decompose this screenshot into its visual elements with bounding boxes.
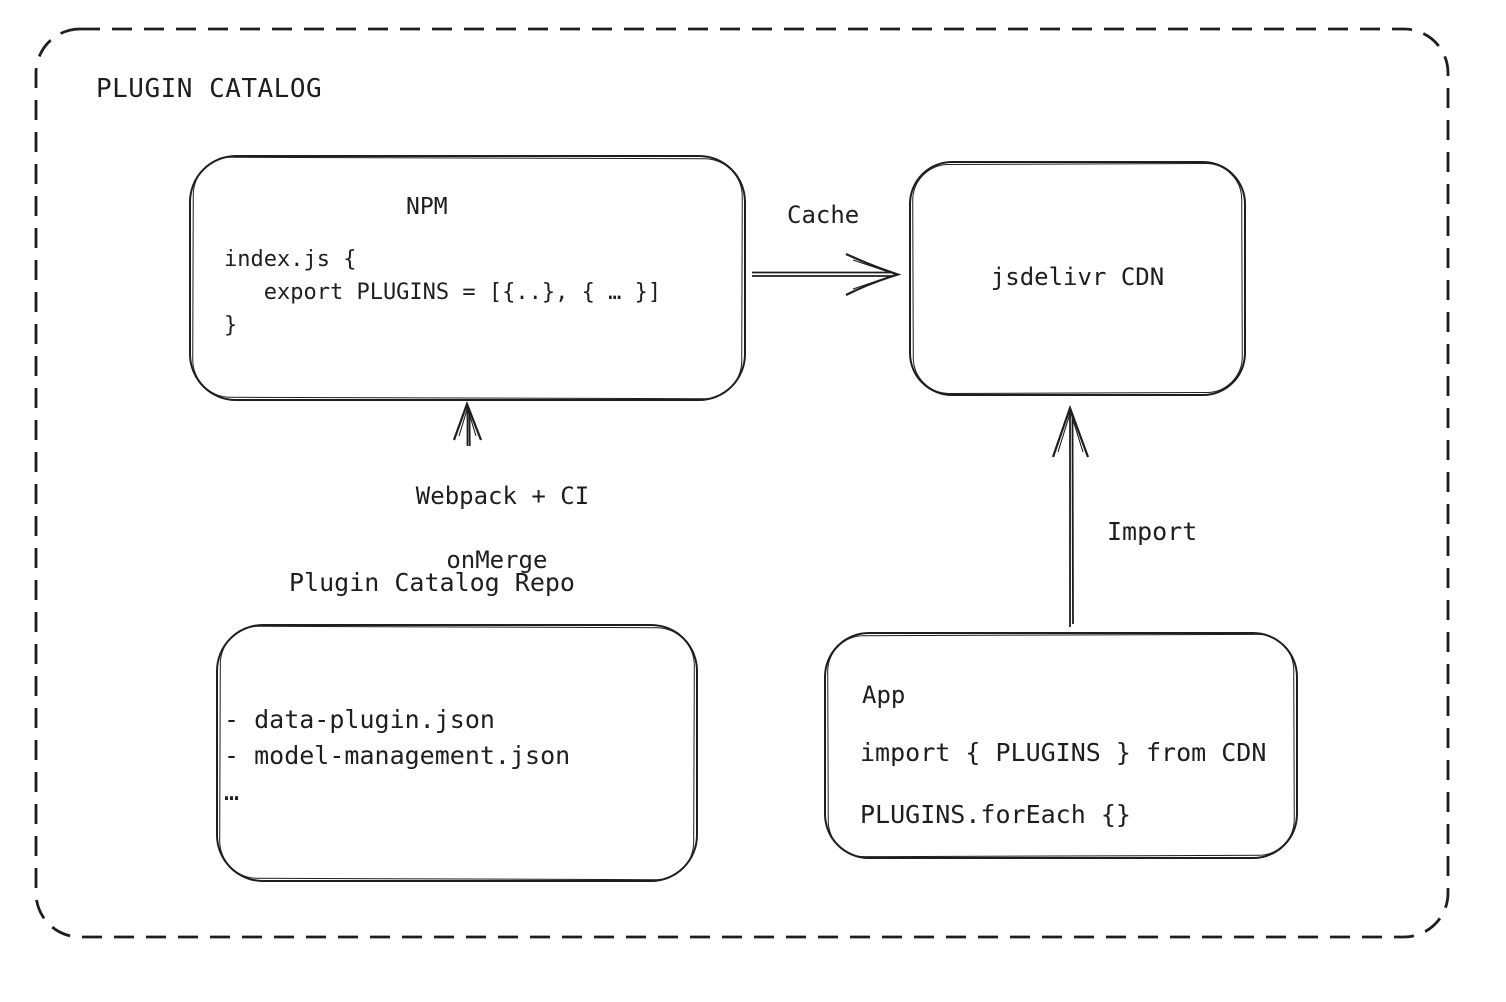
app-box-outline-echo	[827, 633, 1295, 858]
app-box-outline	[824, 632, 1298, 859]
import-arrowhead	[1051, 404, 1090, 458]
build-arrowhead-echo	[458, 406, 477, 437]
npm-box-title: NPM	[406, 194, 448, 220]
import-arrow-shaft	[1069, 410, 1074, 627]
cache-arrow	[752, 253, 902, 296]
app-box-title: App	[862, 681, 906, 709]
npm-box-outline-echo	[192, 156, 743, 400]
repo-box-outline-echo	[219, 625, 695, 881]
cache-arrow-shaft	[752, 271, 893, 277]
build-arrow-label-line1: Webpack + CI	[415, 482, 590, 510]
npm-box-code: index.js { export PLUGINS = [{..}, { … }…	[224, 247, 662, 338]
app-box-foreach-line: PLUGINS.forEach {}	[860, 800, 1131, 829]
build-arrow-label: Webpack + CI onMerge	[358, 446, 589, 612]
import-arrow-label: Import	[1107, 517, 1198, 546]
build-arrow-label-line2: onMerge	[446, 546, 548, 574]
cdn-box-label: jsdelivr CDN	[990, 263, 1165, 291]
import-arrowhead-echo	[1057, 410, 1084, 453]
npm-box-outline	[189, 155, 746, 401]
import-arrow	[1051, 404, 1090, 627]
build-arrowhead	[452, 400, 483, 441]
diagram-title: PLUGIN CATALOG	[96, 74, 323, 104]
cdn-box-outline	[909, 161, 1246, 396]
cache-arrowhead	[845, 253, 902, 296]
cache-arrowhead-echo	[852, 259, 898, 290]
app-box-import-line: import { PLUGINS } from CDN	[860, 738, 1267, 767]
repo-box-file-list: - data-plugin.json - model-management.js…	[224, 705, 571, 806]
cdn-box-outline-echo	[912, 163, 1243, 394]
repo-box-label: Plugin Catalog Repo	[289, 568, 575, 597]
cache-arrow-label: Cache	[787, 201, 860, 229]
plugin-catalog-dashed-border	[34, 27, 1450, 939]
repo-box-outline	[216, 624, 698, 882]
